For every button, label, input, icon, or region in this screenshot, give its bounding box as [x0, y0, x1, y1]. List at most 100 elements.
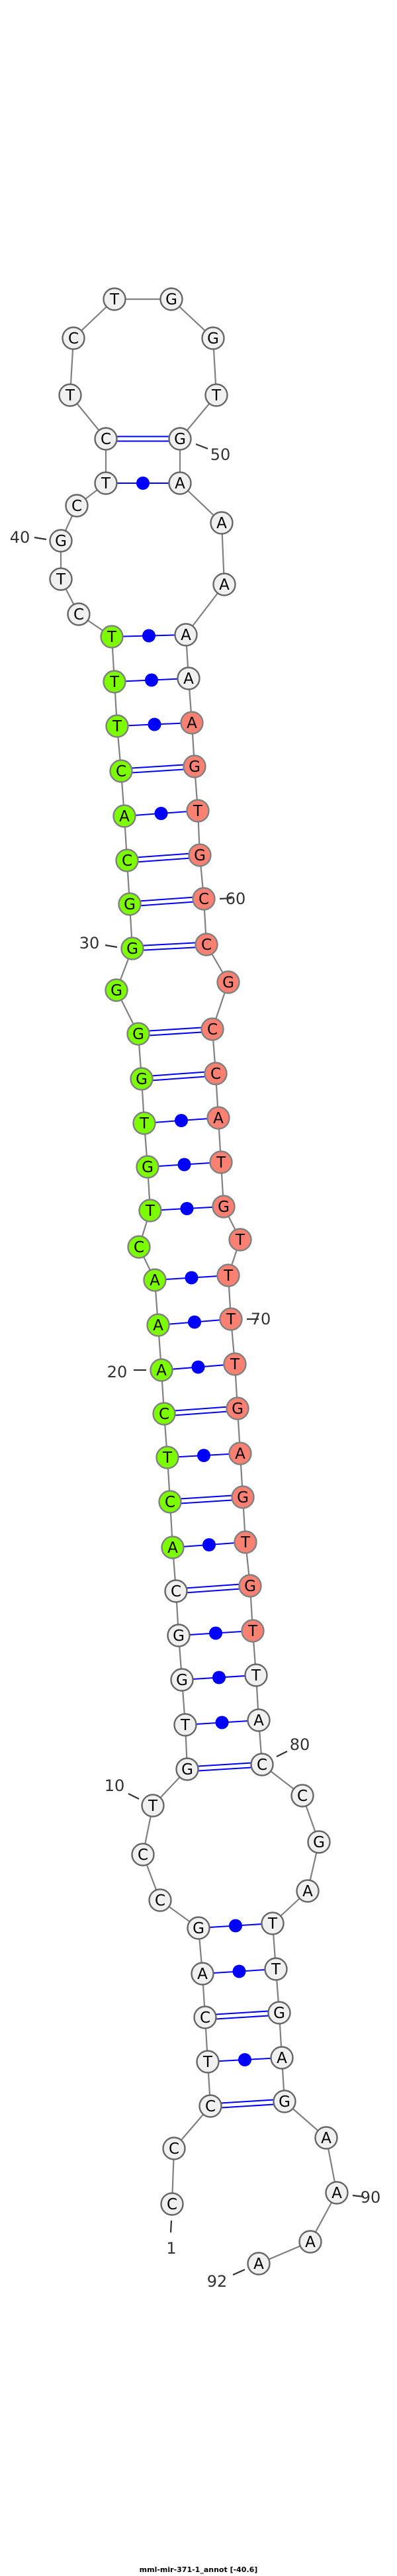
nucleotide: C — [164, 1579, 188, 1603]
nucleotide-circle — [167, 1624, 191, 1647]
nucleotide: A — [296, 1879, 320, 1903]
nucleotide: T — [234, 1530, 257, 1554]
position-tick — [195, 443, 208, 450]
nucleotide-base: C — [155, 1892, 165, 1909]
nucleotide-base: T — [216, 1154, 226, 1172]
nucleotide-circle — [162, 2137, 186, 2160]
nucleotide-circle — [143, 1268, 167, 1292]
nucleotide: A — [191, 1962, 214, 1986]
nucleotide-circle — [148, 1888, 172, 1912]
nucleotide: T — [228, 1228, 252, 1252]
nucleotide: T — [244, 1663, 268, 1687]
position-label: 60 — [226, 890, 246, 908]
nucleotide: T — [219, 1307, 243, 1331]
nucleotide-base: C — [201, 937, 212, 954]
pair-bond-line — [204, 2014, 280, 2021]
nucleotide-circle — [94, 427, 118, 451]
nucleotide-circle — [228, 1442, 252, 1465]
nucleotide-circle — [201, 326, 225, 350]
base-pair — [147, 1158, 222, 1172]
pair-bond-line — [210, 2098, 285, 2105]
base-pair-layer — [106, 436, 285, 2109]
pair-dot — [232, 1964, 246, 1978]
nucleotide: A — [206, 1106, 230, 1130]
gc-base-pair — [169, 1494, 243, 1505]
pair-dot — [175, 1114, 188, 1127]
base-pair — [185, 1716, 259, 1729]
nucleotide-circle — [152, 1402, 176, 1426]
nucleotide-base: C — [167, 2196, 177, 2213]
nucleotide-circle — [216, 970, 240, 994]
position-label: 20 — [107, 1363, 128, 1381]
nucleotide-circle — [164, 1579, 188, 1603]
position-tick — [232, 2268, 245, 2276]
nucleotide: T — [138, 1199, 162, 1222]
nucleotide: C — [158, 1490, 182, 1514]
pair-bond-line — [141, 1075, 216, 1082]
nucleotide-base: C — [101, 431, 111, 448]
base-pair — [157, 1315, 232, 1329]
nucleotide-circle — [193, 2005, 217, 2029]
nucleotide: C — [131, 1843, 155, 1866]
nucleotide: T — [49, 567, 73, 591]
nucleotide-base: C — [198, 891, 209, 908]
base-pair — [167, 1449, 241, 1462]
nucleotide: A — [146, 1313, 170, 1337]
nucleotide: T — [132, 1111, 156, 1135]
nucleotide-circle — [62, 326, 85, 350]
nucleotide: C — [200, 1017, 224, 1041]
gc-base-pair — [175, 1583, 251, 1594]
nucleotide: G — [267, 2001, 291, 2025]
nucleotide-base: A — [156, 1362, 167, 1379]
nucleotide-base: T — [56, 571, 66, 588]
nucleotide-base: C — [138, 1847, 148, 1864]
nucleotide-base: A — [235, 1446, 245, 1463]
nucleotide: C — [62, 326, 85, 350]
nucleotide-circle — [219, 1307, 243, 1331]
base-pair — [111, 629, 187, 643]
nucleotide-base: A — [181, 627, 191, 644]
nucleotide: G — [273, 2090, 296, 2113]
nucleotide-base: G — [126, 941, 138, 958]
nucleotide-circle — [141, 1794, 165, 1817]
nucleotide-base: T — [202, 2054, 213, 2071]
gc-base-pair — [138, 1026, 213, 1037]
nucleotide-circle — [132, 1111, 156, 1135]
nucleotide: C — [109, 759, 133, 783]
nucleotide-circle — [325, 2181, 349, 2205]
nucleotide: G — [170, 1668, 194, 1692]
pair-bond-line — [141, 1070, 216, 1078]
nucleotide-circle — [247, 2252, 271, 2276]
nucleotide: C — [148, 1888, 172, 1912]
position-tick — [105, 944, 118, 948]
nucleotide-circle — [191, 1962, 214, 1986]
nucleotide-base: G — [173, 1628, 185, 1645]
pair-dot — [145, 673, 158, 687]
nucleotide-circle — [112, 804, 136, 828]
nucleotide-circle — [234, 1530, 257, 1554]
base-pair — [116, 717, 193, 731]
pair-bond-line — [163, 1410, 238, 1417]
nucleotide: T — [186, 799, 210, 823]
pair-dot — [148, 717, 161, 731]
nucleotide-circle — [244, 1663, 268, 1687]
base-pair — [207, 2053, 283, 2066]
nucleotide: A — [161, 1536, 185, 1559]
nucleotide-base: T — [180, 1717, 191, 1734]
nucleotide: T — [196, 2050, 220, 2074]
nucleotide-circle — [216, 1264, 240, 1287]
nucleotide-base: C — [165, 1494, 175, 1511]
nucleotide-circle — [298, 2230, 322, 2254]
nucleotide-circle — [109, 759, 133, 783]
nucleotide-circle — [206, 1106, 230, 1130]
nucleotide-base: T — [267, 1915, 278, 1933]
pair-bond-line — [120, 768, 195, 774]
nucleotide-base: T — [223, 1267, 234, 1285]
nucleotide-base: C — [68, 330, 79, 347]
nucleotide-circle — [187, 1916, 210, 1940]
nucleotide-base: G — [174, 431, 186, 448]
nucleotide-base: A — [253, 1712, 264, 1729]
nucleotide: C — [193, 2005, 217, 2029]
nucleotide: G — [307, 1830, 331, 1854]
nucleotide: C — [152, 1402, 176, 1426]
